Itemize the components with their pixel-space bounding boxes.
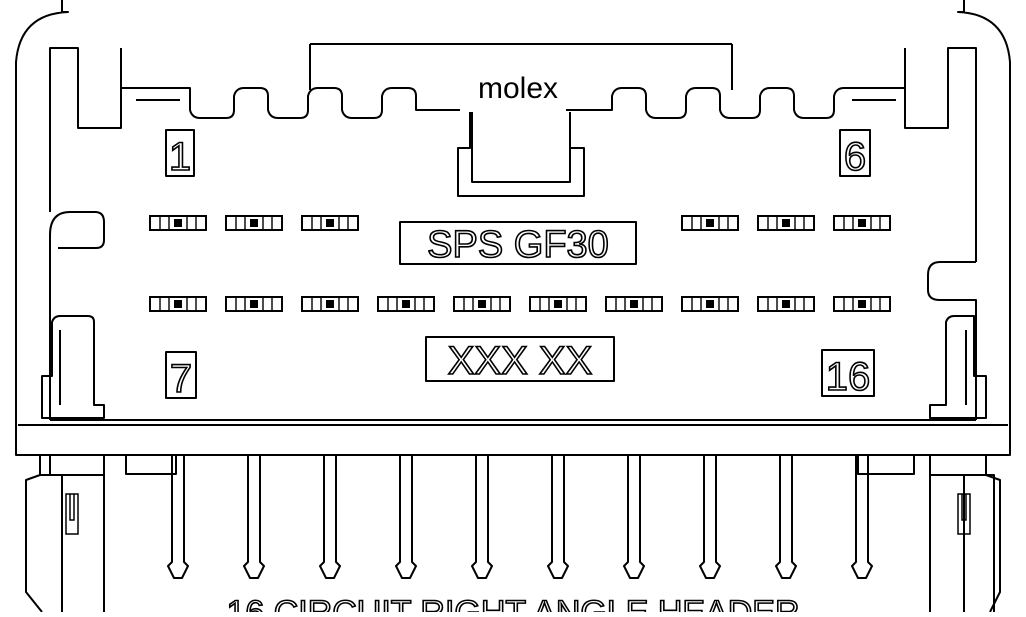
contact-row-top [149,215,891,231]
contact-window-bottom [301,296,359,312]
contact-row-bottom [149,296,891,312]
right-peg-outline [929,455,1001,613]
contact-window-bottom [225,296,283,312]
contact-window-bottom [453,296,511,312]
left-latch-outline [41,315,105,419]
date-code: XXX XX [448,339,593,383]
left-peg-slot [65,493,79,535]
contact-window-top [757,215,815,231]
pin-label-box-16 [821,349,875,397]
header-pin [319,455,341,579]
header-pin [167,455,189,579]
left-peg-outline [25,455,105,613]
contact-window-top [225,215,283,231]
housing-outline [15,0,1011,456]
header-pin [547,455,569,579]
contact-window-bottom [833,296,891,312]
contact-window-bottom [149,296,207,312]
contact-window-top [149,215,207,231]
pin-label-7: 7 [170,357,192,401]
contact-window-bottom [529,296,587,312]
header-pin [851,455,873,579]
top-comb-teeth [121,87,905,119]
right-peg-slot [957,493,971,535]
contact-window-bottom [681,296,739,312]
header-pin [243,455,265,579]
inner-cavity-outline [49,47,977,420]
right-latch-outline [929,315,987,419]
brand-logo-text: molex [478,72,558,105]
pin-label-6: 6 [844,135,866,179]
caption: 16 CIRCUIT RIGHT ANGLE HEADER [226,594,799,612]
pin-label-box-7 [165,351,197,399]
contact-window-top [301,215,359,231]
header-pin [395,455,417,579]
left-standoff [125,455,177,475]
material-label: SPS GF30 [427,224,609,266]
pin-label-16: 16 [826,355,871,399]
header-pin [623,455,645,579]
material-label-box [399,221,637,265]
date-code-box [425,336,615,382]
latch-slot-outline [457,112,585,197]
header-pin [775,455,797,579]
pin-label-box-6 [839,129,871,177]
contact-window-bottom [757,296,815,312]
contact-window-bottom [605,296,663,312]
header-pin [471,455,493,579]
contact-window-top [833,215,891,231]
pin-row [167,455,873,579]
top-key-outline [309,43,733,90]
contact-window-top [681,215,739,231]
pin-label-1: 1 [169,135,191,179]
pin-label-box-1 [165,129,195,177]
header-pin [699,455,721,579]
contact-window-bottom [377,296,435,312]
right-standoff [857,455,915,475]
